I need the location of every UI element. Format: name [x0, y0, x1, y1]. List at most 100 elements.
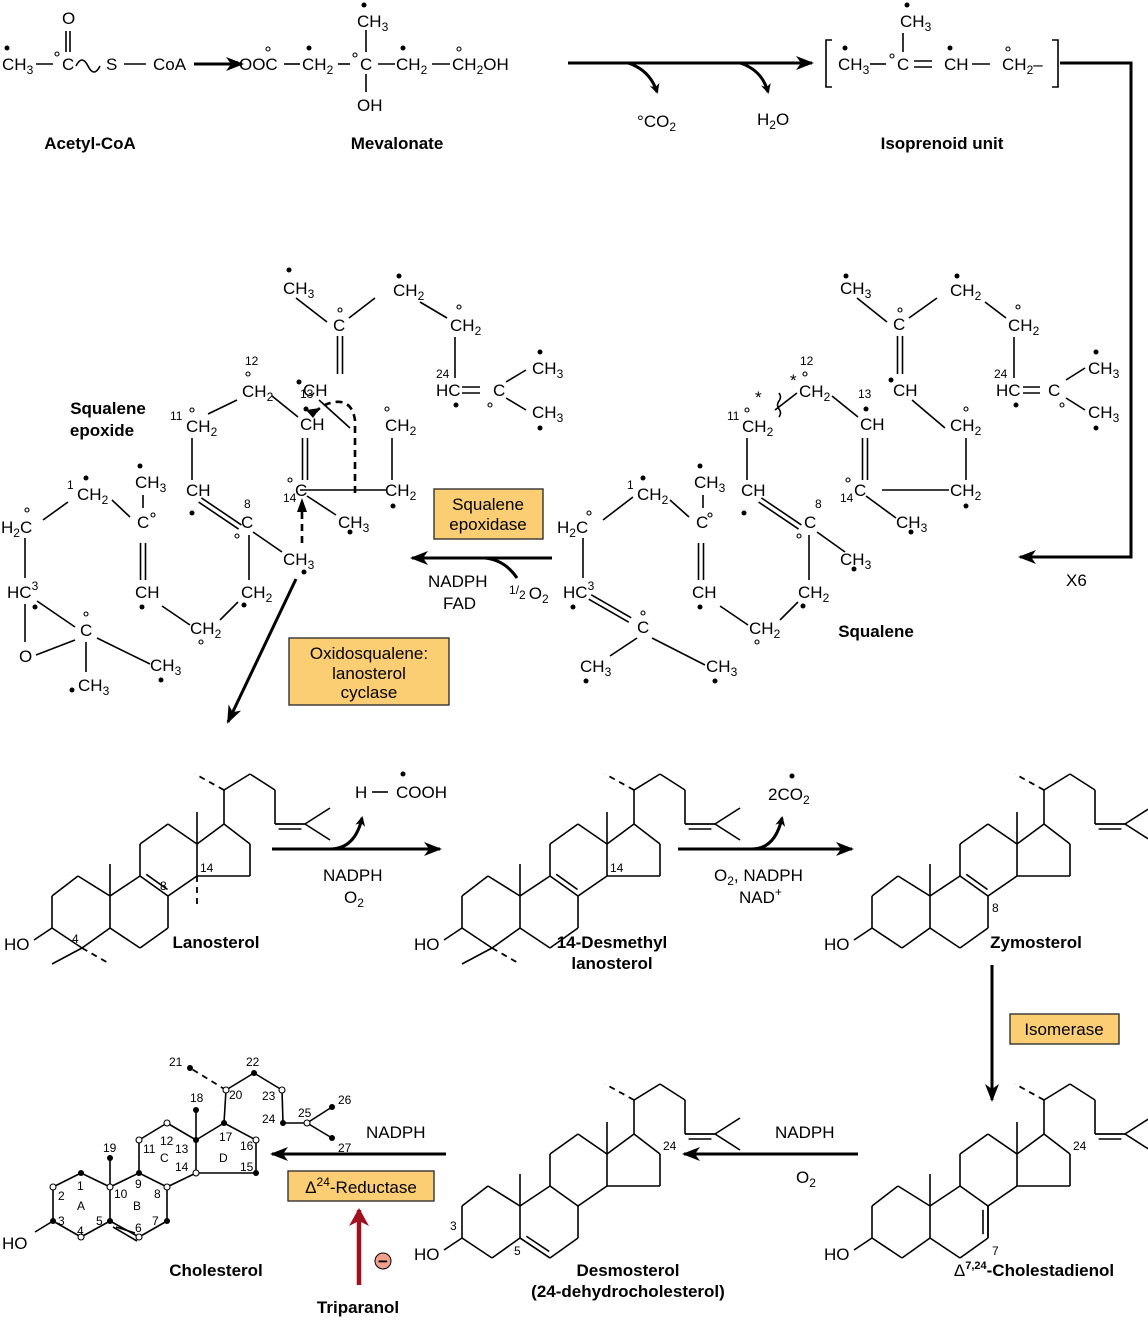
bond [871, 1237, 903, 1259]
bond [81, 947, 111, 965]
atom-number: 20 [229, 1088, 243, 1102]
labeled-carbon-ring [189, 407, 195, 413]
bond [461, 875, 489, 897]
bond [306, 495, 337, 516]
atom-coa: CoA [153, 55, 187, 74]
labeled-carbon-dot [189, 510, 195, 516]
bond [306, 1106, 333, 1124]
bond [714, 807, 741, 825]
atom-label: CH [135, 583, 160, 602]
carbon-atom-filled [329, 1135, 335, 1141]
hydroxyl-group: HO [414, 935, 440, 954]
bond [52, 1220, 82, 1238]
arrowhead [306, 408, 320, 418]
bond [253, 1072, 283, 1091]
bond [987, 1133, 1018, 1155]
carbon-atom-filled [193, 1137, 199, 1143]
bond [577, 1133, 608, 1155]
bond [487, 875, 521, 897]
bond [111, 499, 131, 518]
atom-number: 17 [219, 1130, 233, 1144]
atom-label: CH2 [950, 416, 982, 438]
bond [871, 875, 899, 897]
bond [194, 773, 225, 791]
bond [549, 1237, 579, 1259]
zymosterol-structure: HO8 [824, 773, 1148, 954]
atom-c: C [62, 55, 74, 74]
bond [80, 1220, 111, 1238]
labeled-carbon-dot [697, 604, 703, 610]
labeled-carbon-dot [888, 377, 894, 383]
bond [505, 397, 527, 411]
bond [816, 531, 846, 553]
carbon-atom-filled [164, 1218, 170, 1224]
svg-text:cyclase: cyclase [341, 683, 398, 702]
label-14-desmethyl-lanosterol-line2: lanosterol [571, 954, 652, 973]
atom-number: 13 [858, 387, 872, 401]
atom-label: CH2 [798, 583, 830, 605]
labeled-carbon-ring [707, 512, 713, 518]
atom-number: 24 [436, 367, 450, 381]
bond [959, 1237, 989, 1259]
bond [167, 823, 198, 845]
bond [461, 947, 493, 965]
atom-label: CH [893, 381, 918, 400]
bond [604, 773, 635, 791]
labeled-carbon-dot [800, 603, 806, 609]
atom-label: C [137, 513, 149, 532]
bond [34, 1220, 54, 1233]
bond [1016, 823, 1045, 845]
bond [249, 773, 276, 791]
atom-label: H2C [1, 518, 32, 540]
labeled-carbon-dot [570, 604, 576, 610]
bond [1124, 808, 1148, 825]
bond [306, 1122, 333, 1139]
bond [505, 369, 527, 383]
carbon-atom-open [303, 1119, 311, 1127]
atom-label: HC [996, 381, 1021, 400]
atom-number: 27 [338, 1141, 352, 1155]
atom-label: CH2 [241, 583, 273, 605]
carbon-atom-filled [253, 1170, 259, 1176]
carbon-atom-filled [78, 1170, 84, 1176]
atom-number: 11 [727, 409, 740, 423]
bond [304, 823, 331, 841]
svg-text:Isomerase: Isomerase [1024, 1020, 1103, 1039]
labeled-carbon-dot [843, 273, 849, 279]
bond [51, 947, 83, 965]
byproduct-2co2: 2CO2 [768, 785, 810, 807]
bond [519, 875, 551, 897]
atom-label: CH [860, 415, 885, 434]
cofactor-fad: FAD [443, 594, 476, 613]
atom-label: CH [300, 415, 325, 434]
labeled-carbon-ring [754, 639, 760, 645]
bond [525, 1235, 550, 1253]
atom-label: CH3 [283, 279, 315, 301]
atom-label: C [333, 316, 345, 335]
atom-label: CH2 [190, 619, 222, 641]
atom-label: C [241, 513, 253, 532]
bond [549, 823, 579, 845]
atom-number: 11 [170, 409, 183, 423]
atom-label: CH2 [950, 481, 982, 503]
atom-label: C [854, 481, 866, 500]
carbon-atom-filled [251, 1070, 257, 1076]
inhibit-minus-icon [374, 1252, 392, 1270]
bond [901, 927, 931, 949]
labeled-carbon-ring [456, 304, 462, 310]
atom-number: 14 [840, 491, 854, 505]
bond [633, 1083, 661, 1101]
bond [1016, 1133, 1045, 1155]
labeled-carbon-dot [954, 273, 960, 279]
atom-number: 24 [262, 1112, 276, 1126]
bond [81, 927, 111, 949]
atom-number: 1 [627, 478, 634, 492]
bond [138, 1220, 168, 1238]
atom-number: 14 [610, 861, 624, 875]
atom-number: 18 [190, 1091, 204, 1105]
cleavage-asterisk: * [790, 371, 797, 390]
bond [348, 297, 376, 319]
ring-label: D [219, 1151, 228, 1165]
bond [959, 823, 989, 845]
